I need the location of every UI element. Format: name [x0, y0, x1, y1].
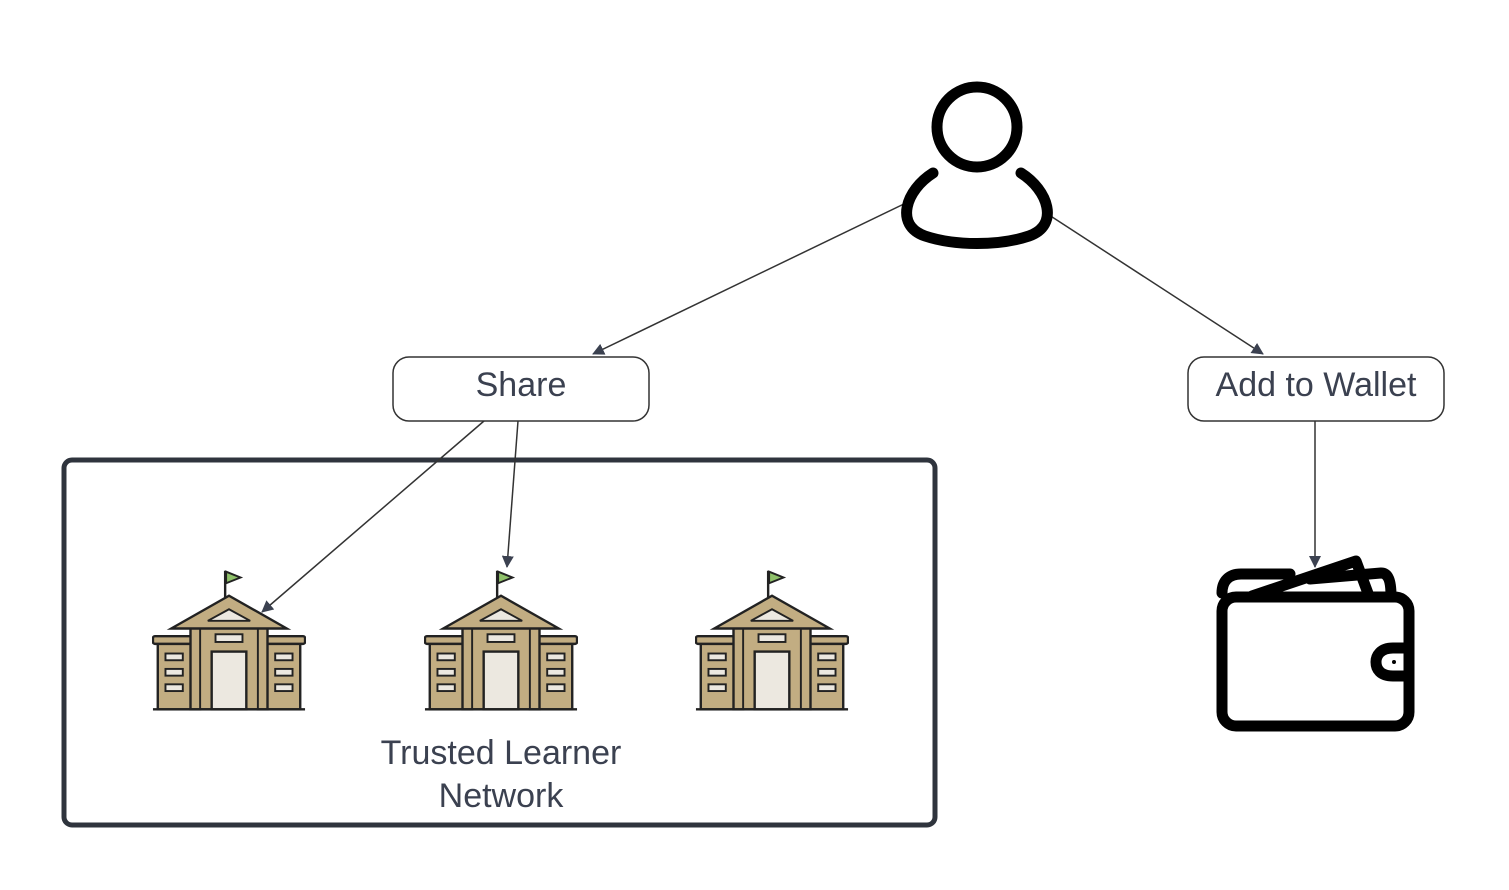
school-building-icon	[152, 569, 306, 711]
school-building-icon	[424, 569, 578, 711]
edge-share-to-school-1	[261, 420, 485, 613]
share-node[interactable]: Share	[392, 356, 650, 422]
edge-user-to-wallet-node	[1045, 212, 1264, 355]
edge-share-to-school-2	[501, 420, 519, 568]
trusted-learner-network-frame	[61, 457, 938, 828]
user-icon	[901, 81, 1053, 249]
share-label: Share	[476, 366, 567, 404]
school-building-icon	[695, 569, 849, 711]
group-label-line-1: Trusted Learner	[381, 734, 622, 772]
add-to-wallet-label: Add to Wallet	[1216, 366, 1417, 404]
edge-user-to-share	[592, 201, 909, 355]
group-label-line-2: Network	[439, 777, 565, 815]
add-to-wallet-node[interactable]: Add to Wallet	[1187, 356, 1445, 422]
wallet-icon	[1216, 555, 1415, 732]
